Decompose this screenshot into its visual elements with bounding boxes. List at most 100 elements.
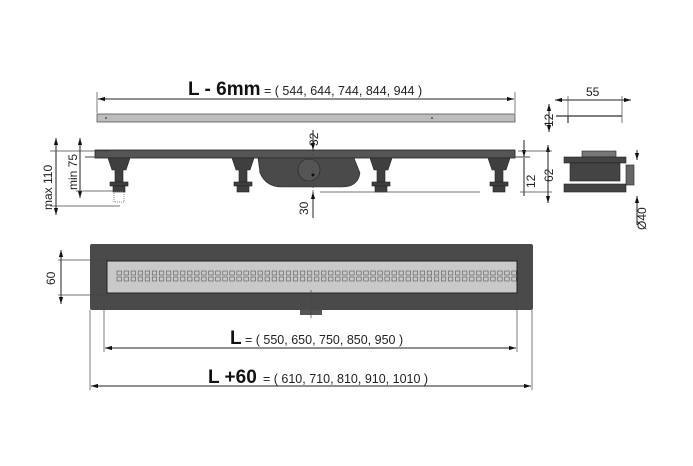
grate-slot xyxy=(440,270,447,276)
grate-slot xyxy=(180,270,186,276)
grate-slot xyxy=(250,270,256,276)
grate-slot xyxy=(462,270,468,276)
cross-section-view: Ø40 xyxy=(563,150,649,230)
grate-slot xyxy=(511,270,517,276)
plan-view: 60 L = ( 550, 650, 750, 850, 950 ) L +60… xyxy=(44,244,533,390)
grate-slot xyxy=(264,276,270,282)
grate-slot xyxy=(391,270,397,276)
grate-slot xyxy=(504,276,510,282)
grate-slot xyxy=(130,270,136,276)
grate-slot xyxy=(278,270,284,276)
grate-slot xyxy=(264,270,270,276)
adjustable-feet xyxy=(107,157,511,193)
grate-slot xyxy=(398,270,404,276)
grate-slot xyxy=(201,270,207,276)
grate-slot xyxy=(278,276,284,282)
grate-slot xyxy=(476,276,482,282)
channel-height-label: 62 xyxy=(542,168,556,182)
grate-slot xyxy=(257,270,263,276)
grate-slot xyxy=(405,270,411,276)
grate-slot xyxy=(426,276,433,282)
max-height-label: max 110 xyxy=(41,165,55,210)
grate-slot xyxy=(116,276,122,282)
grate-slot xyxy=(342,276,348,282)
grate-slot xyxy=(483,276,489,282)
grate-slots xyxy=(116,270,517,282)
grate-slot xyxy=(476,270,482,276)
grate-slot xyxy=(159,270,165,276)
grate-slot xyxy=(173,276,179,282)
grate-slot xyxy=(159,276,165,282)
grate-slot xyxy=(497,276,503,282)
grate-slot xyxy=(469,276,475,282)
grate-slot xyxy=(299,276,306,282)
grate-slot xyxy=(335,276,341,282)
grate-slot xyxy=(328,276,334,282)
outlet-diameter-label: Ø40 xyxy=(635,207,649,230)
cover-strip xyxy=(96,113,516,123)
total-length-label: L +60 xyxy=(208,367,257,388)
grate-slot xyxy=(123,276,129,282)
grate-slot xyxy=(307,276,313,282)
cover-height-label: 12 xyxy=(542,113,556,127)
grate-slot xyxy=(363,270,369,276)
grate-slot xyxy=(250,276,256,282)
grate-slot xyxy=(391,276,397,282)
grate-slot xyxy=(370,270,376,276)
grate-slot xyxy=(328,270,334,276)
grate-slot xyxy=(448,276,454,282)
grate-slot xyxy=(377,270,383,276)
grate-slot xyxy=(292,276,299,282)
grate-slot xyxy=(349,270,355,276)
top-cover-view: L - 6mm = ( 544, 644, 744, 844, 944 ) xyxy=(96,79,516,123)
grate-slot xyxy=(440,276,447,282)
cover-length-label: L - 6mm xyxy=(188,79,261,100)
grate-width-label: 60 xyxy=(44,271,58,285)
grate-slot xyxy=(130,276,136,282)
grate-slot xyxy=(236,270,242,276)
grate-slot xyxy=(299,270,306,276)
grate-slot xyxy=(412,276,418,282)
grate-slot xyxy=(243,276,249,282)
grate-slot xyxy=(314,276,320,282)
bottom-offset-label: 30 xyxy=(297,201,311,215)
grate-slot xyxy=(307,270,313,276)
grate-slot xyxy=(229,276,235,282)
grate-slot xyxy=(426,270,433,276)
outlet-circle xyxy=(297,158,321,182)
grate-slot xyxy=(455,270,461,276)
grate-slot xyxy=(384,276,390,282)
grate-slot xyxy=(412,270,418,276)
min-height-label: min 75 xyxy=(66,154,80,190)
grate-slot xyxy=(166,270,172,276)
grate-slot xyxy=(511,276,517,282)
grate-slot xyxy=(433,270,440,276)
grate-slot xyxy=(201,276,207,282)
grate-slot xyxy=(292,270,299,276)
grate-slot xyxy=(419,270,425,276)
grate-slot xyxy=(419,276,425,282)
grate-slot xyxy=(455,276,461,282)
grate-slot xyxy=(490,276,496,282)
grate-slot xyxy=(137,270,143,276)
grate-slot xyxy=(187,270,193,276)
grate-slot xyxy=(405,276,411,282)
grate-slot xyxy=(490,270,496,276)
grate-slot xyxy=(321,276,327,282)
grate-slot xyxy=(314,270,320,276)
grate-slot xyxy=(166,276,172,282)
grate-slot xyxy=(342,270,348,276)
top-offset-label: 32 xyxy=(307,132,321,146)
channel-body xyxy=(94,149,516,159)
grate-slot xyxy=(504,270,510,276)
grate-slot xyxy=(194,276,200,282)
grate-slot xyxy=(151,276,158,282)
grate-slot xyxy=(222,270,228,276)
grate-slot xyxy=(349,276,355,282)
grate-slot xyxy=(187,276,193,282)
grate-slot xyxy=(180,276,186,282)
grate-slot xyxy=(469,270,475,276)
grate-slot xyxy=(363,276,369,282)
grate-slot xyxy=(271,270,277,276)
